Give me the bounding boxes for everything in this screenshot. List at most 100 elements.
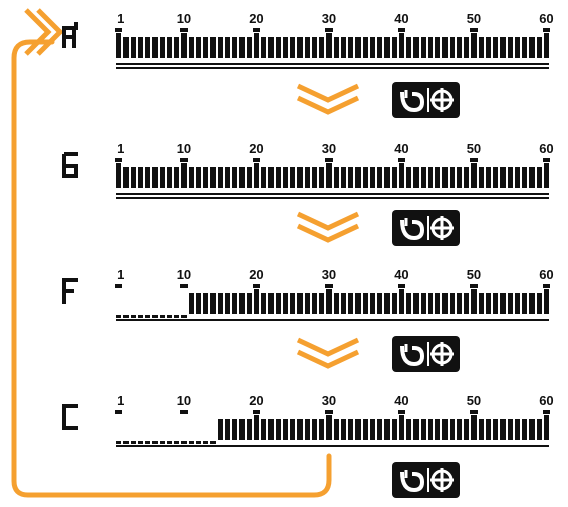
bar-segment	[391, 293, 397, 314]
bar-segment	[536, 37, 542, 58]
empty-segment-dash	[166, 315, 173, 318]
bar-segment	[246, 167, 252, 188]
bar-segment	[420, 37, 426, 58]
bar-segment	[427, 167, 434, 188]
bar-segment	[195, 37, 202, 58]
bar-segment	[159, 167, 165, 188]
bar-segment	[304, 167, 310, 188]
bar-segment	[319, 293, 325, 314]
bar-segment	[420, 167, 426, 188]
bar-segment	[304, 37, 310, 58]
bar-segment	[275, 167, 281, 188]
bar-segment	[297, 37, 303, 58]
bar-segment	[239, 419, 245, 440]
tick-label-30: 30	[321, 141, 337, 156]
empty-segment-dash	[181, 315, 187, 318]
bar-segment	[166, 37, 173, 58]
double-chevron-down-icon	[296, 211, 360, 243]
tick-label-10: 10	[176, 141, 192, 156]
tick-label-50: 50	[466, 393, 482, 408]
tick-label-40: 40	[394, 393, 409, 408]
swap-symbol-icon	[400, 468, 454, 493]
empty-segment-dash	[123, 315, 129, 318]
bar-segment	[500, 37, 506, 58]
empty-segment-dash	[159, 315, 165, 318]
bar-segment	[427, 37, 434, 58]
bar-segment	[369, 419, 376, 440]
bar-segment	[377, 293, 383, 314]
tick-label-50: 50	[466, 11, 482, 26]
tick-label-40: 40	[394, 267, 409, 282]
bar-segment	[232, 37, 238, 58]
tick-marker-60	[542, 158, 551, 162]
tick-label-60: 60	[539, 393, 554, 408]
bar-segment	[304, 293, 310, 314]
bar-segment	[485, 419, 492, 440]
bar-segment	[420, 419, 426, 440]
tick-marker-1	[115, 284, 123, 288]
bar-segment	[529, 419, 535, 440]
bar-segment	[145, 167, 151, 188]
tick-label-20: 20	[249, 11, 264, 26]
bar-segment	[493, 167, 499, 188]
bar-segment	[261, 419, 267, 440]
bar-segment	[268, 167, 274, 188]
bar-segment	[224, 419, 231, 440]
bar-segment	[239, 293, 245, 314]
bar-segment	[435, 293, 441, 314]
bar-segment	[398, 33, 405, 58]
tick-marker-30	[325, 28, 333, 32]
bar-segment	[348, 37, 354, 58]
bar-segment	[152, 167, 158, 188]
bar-segment	[174, 37, 180, 58]
empty-segment-dash	[152, 441, 158, 444]
bar-segment	[159, 37, 165, 58]
bar-segment	[391, 419, 397, 440]
tick-marker-20	[252, 410, 261, 414]
tick-marker-20	[252, 284, 261, 288]
bar-segment	[188, 37, 194, 58]
bar-segment	[333, 419, 339, 440]
tick-label-30: 30	[321, 11, 337, 26]
bar-segment	[210, 293, 216, 314]
bar-segment	[203, 167, 209, 188]
tick-label-1: 1	[117, 267, 125, 282]
empty-segment-dash	[159, 441, 165, 444]
row-letter-a: A	[62, 22, 78, 48]
bar-segment	[239, 37, 245, 58]
bar-segment	[464, 293, 470, 314]
bar-segment	[406, 419, 412, 440]
bar-segment	[311, 293, 318, 314]
tick-label-60: 60	[539, 11, 554, 26]
empty-segment-dash	[152, 315, 158, 318]
bar-segment	[493, 37, 499, 58]
bar-segment	[268, 293, 274, 314]
empty-segment-dash	[145, 441, 151, 444]
bar-segment	[362, 37, 368, 58]
bar-segment	[522, 37, 528, 58]
bar-segment	[297, 167, 303, 188]
bar-segment	[261, 167, 267, 188]
bar-segment	[326, 163, 332, 188]
bar-segment	[369, 167, 376, 188]
bar-segment	[413, 167, 419, 188]
bar-segment	[348, 167, 354, 188]
bar-segment	[282, 37, 289, 58]
bar-segment	[268, 419, 274, 440]
bar-segment	[217, 37, 223, 58]
bar-segment	[413, 37, 419, 58]
mode-badge	[392, 336, 460, 372]
bar-baseline	[116, 67, 550, 69]
bar-segment	[232, 167, 238, 188]
bar-segment	[536, 419, 542, 440]
bar-segment	[355, 167, 361, 188]
tick-label-20: 20	[249, 267, 264, 282]
tick-marker-30	[325, 410, 333, 414]
tick-label-1: 1	[117, 141, 125, 156]
empty-segment-dash	[116, 315, 122, 318]
bar-segment	[427, 293, 434, 314]
bar-segment	[311, 419, 318, 440]
bar-segment	[188, 293, 194, 314]
empty-segment-dash	[174, 315, 180, 318]
bar-segment	[500, 293, 506, 314]
